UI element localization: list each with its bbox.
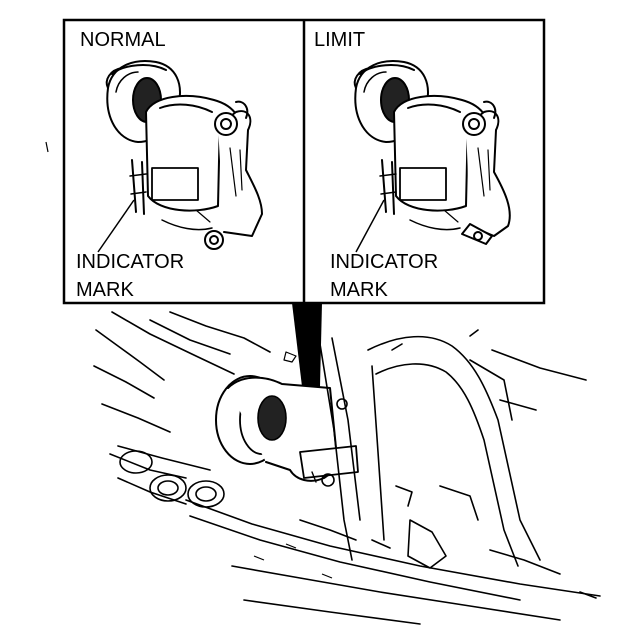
limit-indicator-label-line1: INDICATOR [330,251,439,273]
limit-indicator-leader [355,199,385,253]
normal-indicator-leader [97,199,135,253]
engine-bay-drawing [93,311,601,625]
texture-strokes [45,141,333,579]
limit-panel-title: LIMIT [314,29,366,51]
normal-indicator-label-line2: MARK [76,279,134,301]
normal-tensioner-drawing [105,60,263,250]
normal-panel-title: NORMAL [80,29,166,51]
normal-indicator-label-line1: INDICATOR [76,251,185,273]
limit-tensioner-drawing [353,60,511,245]
limit-indicator-label-line2: MARK [330,279,388,301]
